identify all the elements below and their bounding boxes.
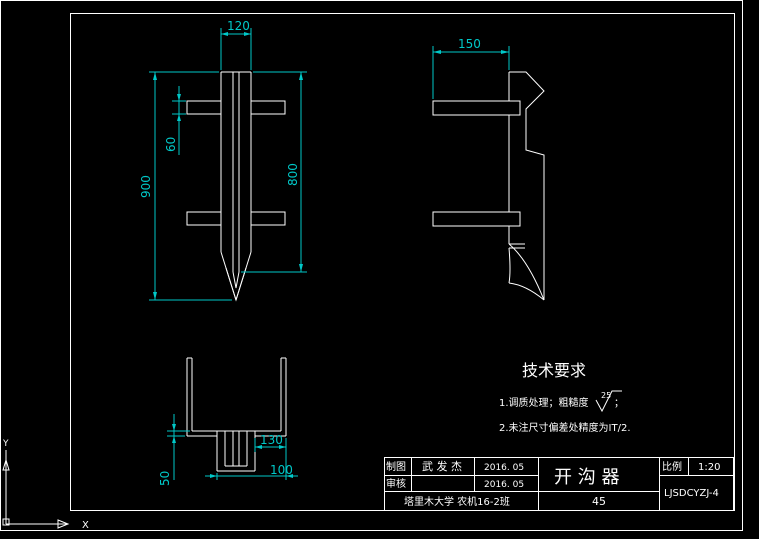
side-view-dimensions: [432, 46, 510, 99]
review-label: 审核: [386, 477, 406, 490]
drawing-number: LJSDCYZJ-4: [664, 488, 719, 499]
side-view: [432, 71, 545, 301]
drawn-date: 2016. 05: [484, 463, 524, 473]
ucs-icon: [2, 450, 70, 529]
front-view: [186, 71, 286, 302]
roughness-symbol-icon: [595, 390, 622, 413]
school-class: 塔里木大学 农机16-2班: [404, 495, 510, 508]
dim-blade-height: 800: [286, 163, 300, 186]
scale-value: 1:20: [698, 462, 720, 473]
dim-top-width: 120: [227, 19, 250, 33]
title-block: [384, 457, 734, 511]
bottom-view-dimensions: [167, 414, 298, 480]
drawn-name: 武 发 杰: [422, 459, 462, 473]
drawn-label: 制图: [386, 460, 406, 473]
dim-bottom-height: 50: [158, 471, 172, 486]
requirement-item-2: 2.未注尺寸偏差处精度为IT/2.: [499, 421, 631, 434]
requirement-item-1-suffix: ；: [614, 398, 624, 409]
requirements-title: 技术要求: [522, 361, 586, 380]
dim-inner-width: 130: [260, 433, 283, 447]
dim-side-width: 150: [458, 37, 481, 51]
material: 45: [592, 495, 606, 508]
dim-spacing: 60: [164, 137, 178, 152]
front-view-dimensions: [149, 28, 307, 301]
ucs-y-label: Y: [2, 439, 9, 449]
review-date: 2016. 05: [484, 480, 524, 490]
drawing-frame: [0, 0, 743, 531]
part-name: 开 沟 器: [554, 467, 619, 488]
dim-flange-width: 100: [270, 463, 293, 477]
requirement-item-1: 1.调质处理；粗糙度: [499, 396, 589, 409]
bottom-view: [186, 357, 287, 472]
dim-total-height: 900: [139, 175, 153, 198]
roughness-value: 25: [601, 391, 611, 400]
scale-label: 比例: [662, 460, 682, 473]
ucs-x-label: X: [82, 520, 89, 531]
